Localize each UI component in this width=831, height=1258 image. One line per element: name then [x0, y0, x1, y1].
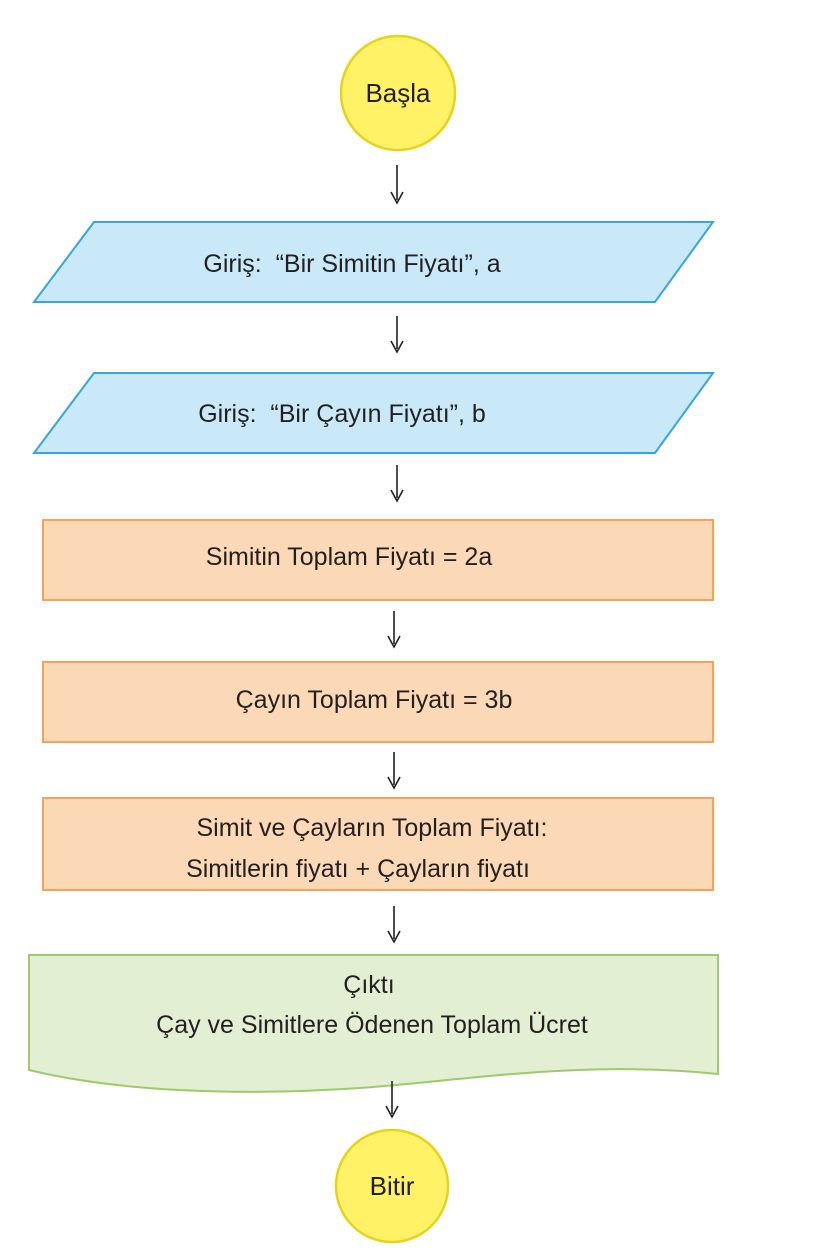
input-tea-price-node: Giriş: “Bir Çayın Fiyatı”, b [32, 372, 715, 454]
input-simit-price-label: Giriş: “Bir Simitin Fiyatı”, a [203, 250, 500, 278]
input-parallelogram-shape [32, 372, 715, 454]
arrow-input-tea-to-process-simit [390, 465, 404, 503]
process-simit-total-node: Simitin Toplam Fiyatı = 2a [42, 519, 714, 601]
process-rectangle-shape [42, 519, 714, 601]
end-label: Bitir [370, 1171, 415, 1201]
process-tea-total-node: Çayın Toplam Fiyatı = 3b [42, 661, 714, 743]
arrow-start-to-input-simit [390, 165, 404, 205]
input-parallelogram-shape [32, 221, 715, 303]
end-terminal: Bitir [334, 1128, 450, 1244]
arrow-process-overall-to-output [387, 906, 401, 944]
start-label: Başla [365, 78, 431, 108]
end-circle-shape [334, 1128, 450, 1244]
process-overall-total-node: Simit ve Çayların Toplam Fiyatı: Simitle… [42, 797, 714, 891]
arrow-input-simit-to-input-tea [390, 316, 404, 354]
start-circle-shape [339, 34, 457, 152]
process-rectangle-shape [42, 661, 714, 743]
output-document-shape [28, 954, 719, 1093]
output-description: Çay ve Simitlere Ödenen Toplam Ücret [156, 1011, 588, 1039]
input-simit-price-node: Giriş: “Bir Simitin Fiyatı”, a [32, 221, 715, 303]
process-rectangle-shape [42, 797, 714, 891]
process-overall-total-line2: Simitlerin fiyatı + Çayların fiyatı [186, 855, 530, 883]
arrow-process-simit-to-process-tea [387, 611, 401, 649]
arrow-process-tea-to-process-overall [387, 752, 401, 790]
process-simit-total-label: Simitin Toplam Fiyatı = 2a [206, 543, 493, 571]
process-overall-total-line1: Simit ve Çayların Toplam Fiyatı: [196, 814, 547, 842]
start-terminal: Başla [339, 34, 457, 152]
arrow-output-to-end [385, 1081, 399, 1119]
process-tea-total-label: Çayın Toplam Fiyatı = 3b [236, 686, 513, 714]
input-tea-price-label: Giriş: “Bir Çayın Fiyatı”, b [198, 400, 486, 428]
output-node: Çıktı Çay ve Simitlere Ödenen Toplam Ücr… [28, 954, 719, 1093]
output-title: Çıktı [343, 971, 394, 999]
